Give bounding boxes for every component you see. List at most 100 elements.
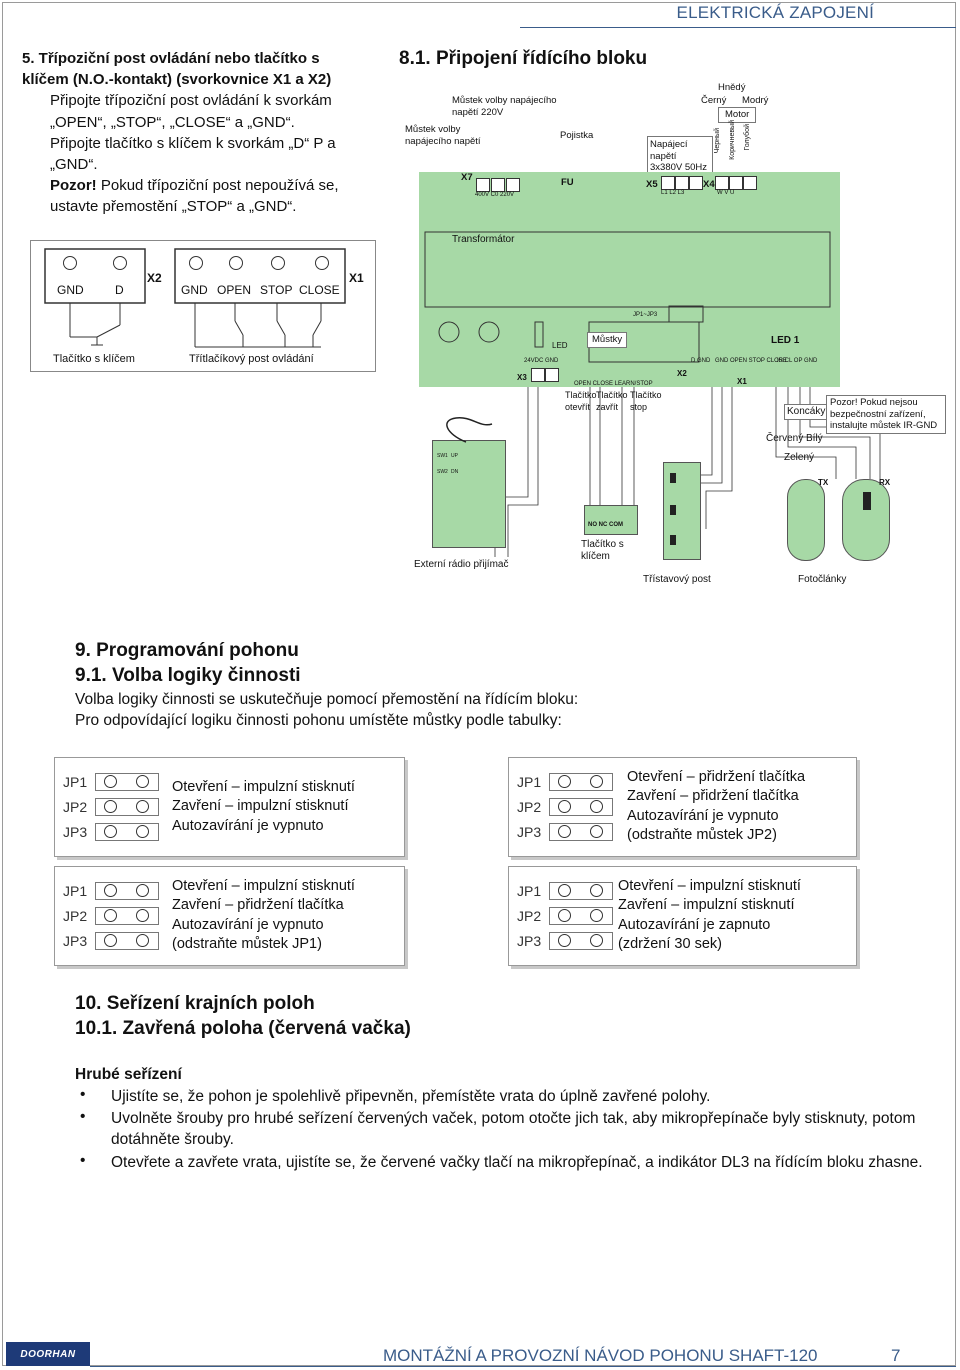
config-line-1: Otevření – přidržení tlačítka bbox=[627, 769, 806, 785]
radio-receiver-label: Externí rádio přijímač bbox=[414, 559, 509, 570]
section-9-title: 9. Programování pohonu bbox=[75, 640, 299, 661]
config-line-2: Zavření – impulzní stisknutí bbox=[618, 897, 795, 914]
x1-terms: GND OPEN STOP CLOSE bbox=[715, 358, 787, 364]
x3-terms: 24VDC GND bbox=[524, 358, 559, 364]
terminal-screw bbox=[729, 176, 743, 190]
jumper-config-text: Otevření – přidržení tlačítka Zavření – … bbox=[627, 768, 805, 845]
jp1-label: JP1 bbox=[63, 883, 88, 899]
jp3-jumper bbox=[549, 932, 613, 950]
bullet-3: Otevřete a zavřete vrata, ujistíte se, ž… bbox=[111, 1154, 923, 1171]
black-wire-label: Černý bbox=[701, 95, 727, 106]
three-state-post bbox=[663, 462, 701, 560]
x7-terms: 400V C0 220V bbox=[475, 192, 515, 198]
terminal-screw bbox=[689, 176, 703, 190]
blue-wire-label: Modrý bbox=[742, 95, 769, 106]
jp3-jumper bbox=[549, 823, 613, 841]
rx-label: RX bbox=[879, 478, 891, 487]
post-button-stop-icon bbox=[670, 505, 676, 515]
post-button-open-icon bbox=[670, 473, 676, 483]
terminal-screw bbox=[743, 176, 757, 190]
x5-terms: L1 L2 L3 bbox=[661, 190, 685, 196]
config-line-3: Autozavírání je vypnuto bbox=[172, 916, 324, 933]
photocell-lens-icon bbox=[863, 492, 871, 510]
terminal-screw bbox=[661, 176, 675, 190]
jp2-jumper bbox=[549, 907, 613, 925]
config-line-1: Otevření – impulzní stisknutí bbox=[618, 878, 801, 894]
jumper-config-box-4: JP1 JP2 JP3 Otevření – impulzní stisknut… bbox=[508, 866, 857, 966]
bullet-1: Ujistíte se, že pohon je spolehlivě přip… bbox=[111, 1088, 711, 1105]
config-line-1: Otevření – impulzní stisknutí bbox=[172, 878, 355, 894]
jp-label: JP1~JP3 bbox=[633, 312, 658, 318]
led-label: LED bbox=[552, 341, 568, 350]
terminal-screw bbox=[113, 256, 127, 270]
tx-label: TX bbox=[818, 478, 829, 487]
jp1-jumper bbox=[95, 773, 159, 791]
header-title: ELEKTRICKÁ ZAPOJENÍ bbox=[676, 3, 874, 22]
doorhan-logo: DOORHAN bbox=[6, 1342, 90, 1366]
warning-label: Pozor! bbox=[50, 177, 97, 195]
terminal-screw bbox=[531, 368, 545, 382]
config-line-2: Zavření – přidržení tlačítka bbox=[627, 788, 799, 805]
limit-switch-label: Koncáky bbox=[784, 404, 829, 420]
section-9-para2: Pro odpovídající logiku činnosti pohonu … bbox=[75, 712, 562, 729]
x7-label: X7 bbox=[461, 172, 473, 183]
photocell-rx bbox=[842, 479, 890, 561]
jumper-config-text: Otevření – impulzní stisknutí Zavření – … bbox=[618, 877, 801, 954]
x2-board-label: X2 bbox=[677, 369, 687, 378]
jp2-label: JP2 bbox=[517, 908, 542, 924]
x1-term-close: CLOSE bbox=[299, 283, 340, 297]
control-board: X7 400V C0 220V FU X5 L1 L2 L3 X4 W V U … bbox=[419, 172, 840, 387]
x2-terms: D GND bbox=[691, 358, 711, 364]
section-9-para1: Volba logiky činnosti se uskutečňuje pom… bbox=[75, 691, 579, 708]
x2-term-gnd: GND bbox=[57, 283, 84, 297]
radio-sw2: SW2 bbox=[437, 469, 448, 475]
post-button-close-icon bbox=[670, 535, 676, 545]
jp2-label: JP2 bbox=[63, 799, 88, 815]
radio-up: UP bbox=[451, 453, 458, 459]
jumper-config-box-2: JP1 JP2 JP3 Otevření – přidržení tlačítk… bbox=[508, 757, 857, 857]
bullet-icon: • bbox=[80, 1108, 86, 1125]
led1-label: LED 1 bbox=[771, 335, 800, 346]
jp1-jumper bbox=[549, 773, 613, 791]
btn-open-label: Tlačítko otevřít bbox=[565, 390, 597, 412]
terminal-screw bbox=[491, 178, 505, 192]
terminal-screw bbox=[506, 178, 520, 192]
three-button-post-label: Třítlačíkový post ovládání bbox=[189, 353, 314, 365]
x8-terms: IR CL OP GND bbox=[777, 358, 818, 364]
bridge-label: Můstek volby napájecího napětí bbox=[405, 124, 481, 147]
three-state-post-label: Třístavový post bbox=[643, 574, 711, 585]
jp3-jumper bbox=[95, 823, 159, 841]
jp2-jumper bbox=[549, 798, 613, 816]
ir-warning: Pozor! Pokud nejsou bezpečnostní zařízen… bbox=[826, 395, 946, 434]
config-line-4: (odstraňte můstek JP1) bbox=[172, 935, 322, 952]
brown-wire-label: Hnědý bbox=[718, 82, 746, 93]
jumper-config-text: Otevření – impulzní stisknutí Zavření – … bbox=[172, 778, 355, 836]
config-line-3: Autozavírání je vypnuto bbox=[172, 817, 324, 834]
jp3-label: JP3 bbox=[517, 824, 542, 840]
terminal-screw bbox=[229, 256, 243, 270]
jp3-label: JP3 bbox=[517, 933, 542, 949]
x1-label: X1 bbox=[349, 271, 364, 285]
transformer-label: Transformátor bbox=[452, 234, 515, 245]
section-5-line1: Připojte třípoziční post ovládání k svor… bbox=[50, 92, 332, 131]
jp3-label: JP3 bbox=[63, 824, 88, 840]
terminal-screw bbox=[545, 368, 559, 382]
green-label: Zelený bbox=[784, 452, 815, 463]
x4-terms: W V U bbox=[717, 190, 735, 196]
x2-label: X2 bbox=[147, 271, 162, 285]
fuse-label: Pojistka bbox=[560, 130, 594, 141]
photocell-tx bbox=[787, 479, 825, 561]
photocells-label: Fotočlánky bbox=[798, 574, 847, 585]
section-8-1-title: 8.1. Připojení řídícího bloku bbox=[399, 48, 648, 69]
jp3-label: JP3 bbox=[63, 933, 88, 949]
jumpers-label: Můstky bbox=[587, 332, 628, 348]
bullet-icon: • bbox=[80, 1086, 86, 1103]
config-line-3: Autozavírání je vypnuto bbox=[627, 807, 779, 824]
config-line-2: Zavření – impulzní stisknutí bbox=[172, 798, 349, 815]
wire-brown: Коричневый bbox=[729, 120, 736, 160]
jp1-label: JP1 bbox=[63, 774, 88, 790]
x3-label: X3 bbox=[517, 373, 527, 382]
antenna-icon bbox=[446, 417, 493, 443]
motor-label: Motor bbox=[718, 107, 757, 123]
